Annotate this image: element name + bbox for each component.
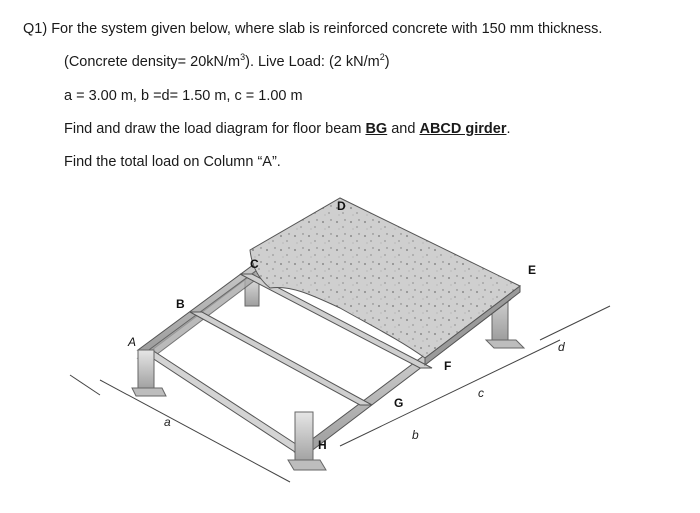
column-a	[131, 349, 167, 397]
point-d-label: D	[337, 199, 346, 213]
point-f-label: F	[444, 359, 451, 373]
dimension-c-label: c	[478, 386, 484, 400]
point-e-label: E	[528, 263, 536, 277]
dimension-d-label: d	[558, 340, 565, 354]
structural-figure: A B C D E F G H a b c d	[69, 197, 611, 483]
point-a-label: A	[127, 335, 136, 349]
question-line-3: a = 3.00 m, b =d= 1.50 m, c = 1.00 m	[64, 88, 303, 104]
dimension-lines	[69, 305, 611, 483]
dimension-a-label: a	[164, 415, 171, 429]
question-line-5: Find the total load on Column “A”.	[64, 154, 281, 170]
point-h-label: H	[318, 438, 327, 452]
question-line-4: Find and draw the load diagram for floor…	[64, 121, 511, 137]
question-line-1: Q1) For the system given below, where sl…	[23, 21, 603, 37]
girder-abcd-label: ABCD girder	[419, 121, 507, 137]
point-b-label: B	[176, 297, 185, 311]
floor-beams	[138, 273, 433, 453]
concrete-slab	[249, 197, 521, 367]
column-h	[287, 411, 327, 471]
question-line-2: (Concrete density= 20kN/m3). Live Load: …	[64, 52, 390, 70]
point-g-label: G	[394, 396, 403, 410]
point-c-label: C	[250, 257, 259, 271]
beam-bg-label: BG	[365, 121, 388, 137]
dimension-b-label: b	[412, 428, 419, 442]
